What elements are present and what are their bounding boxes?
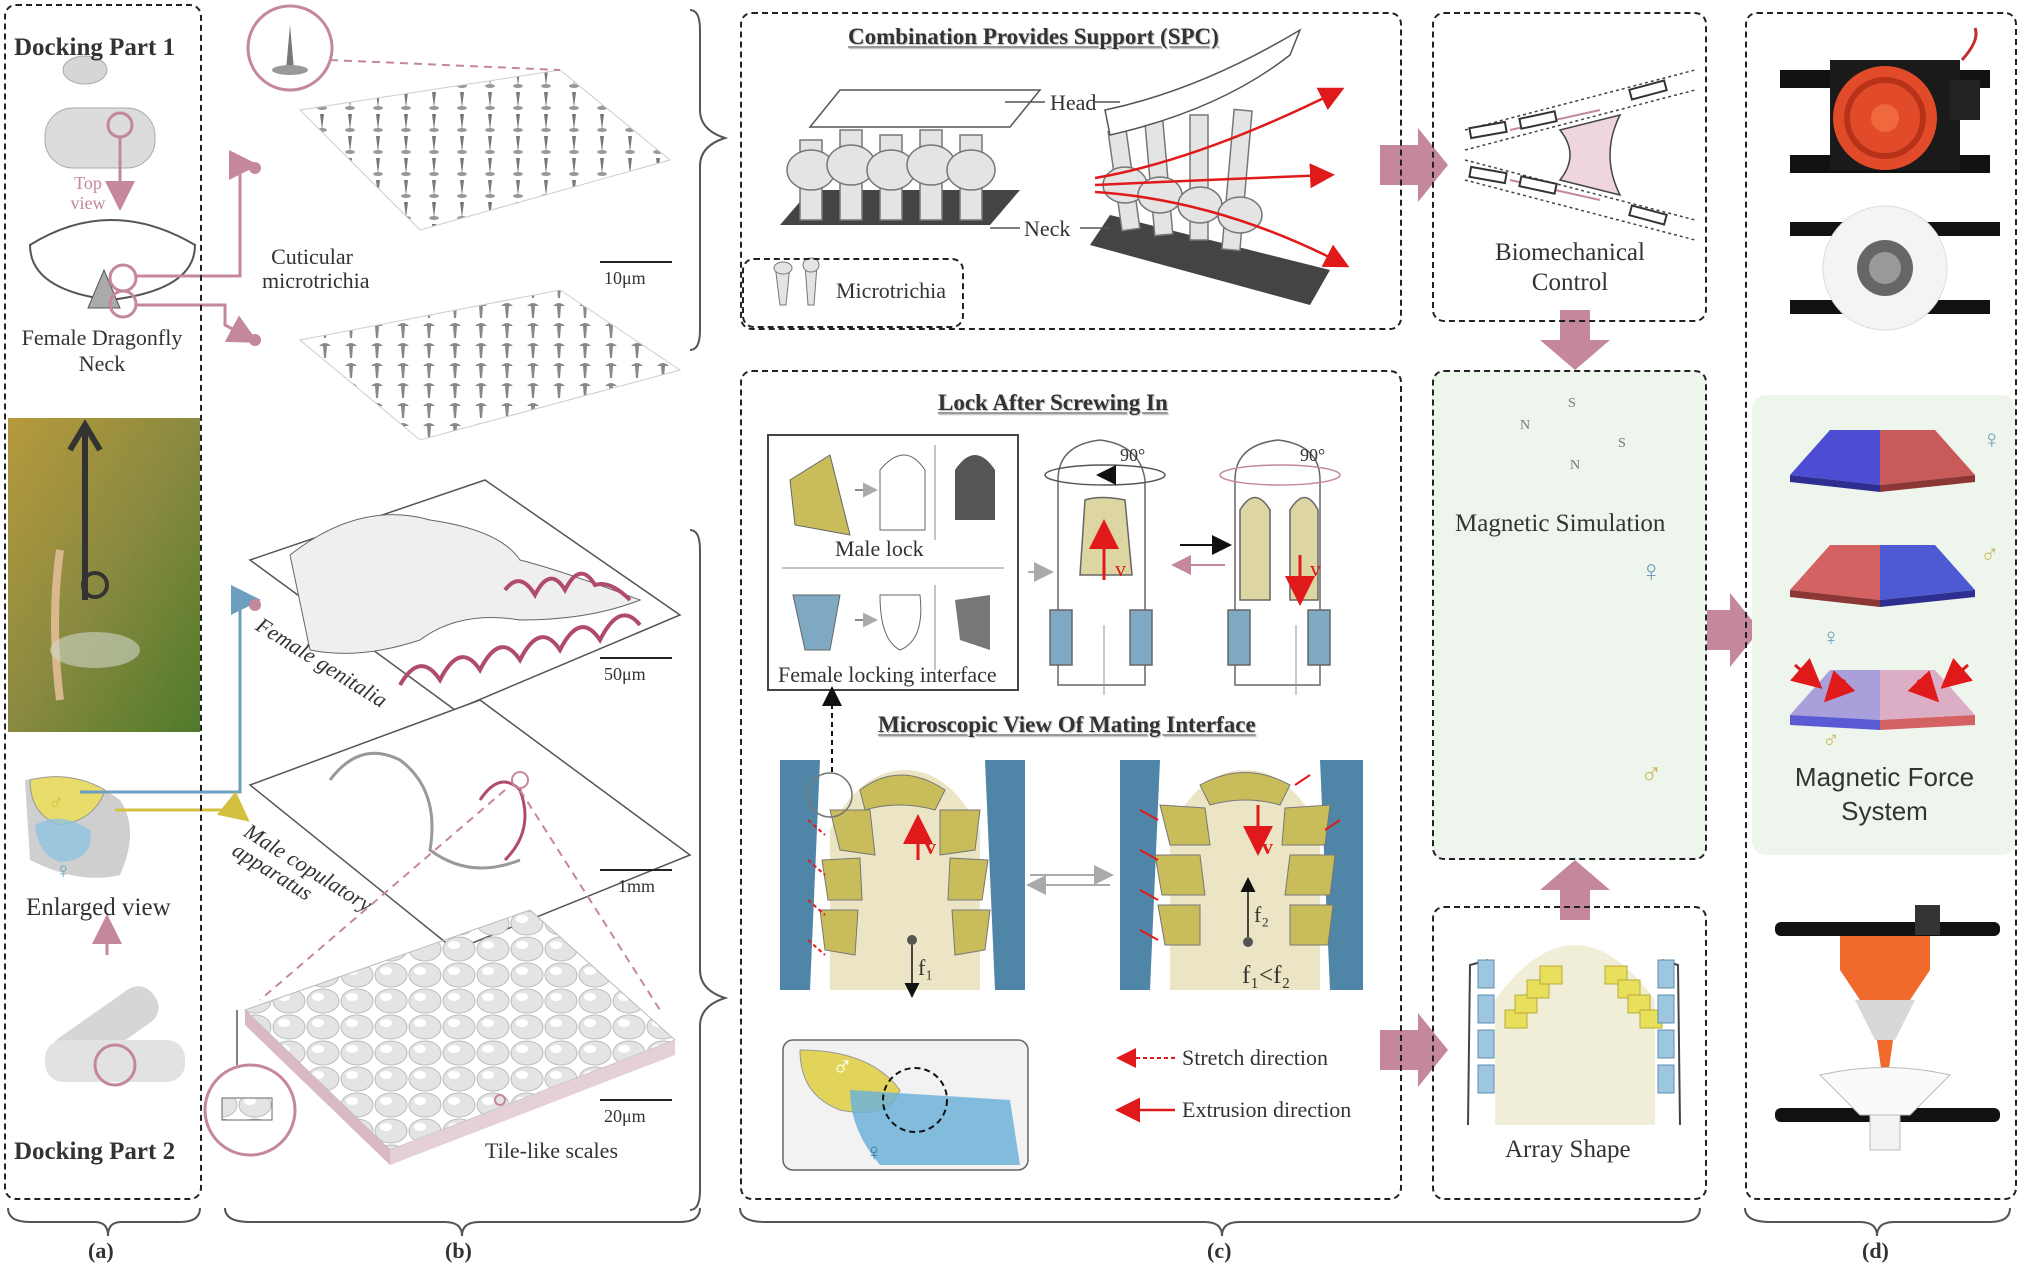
- micro-title: Microscopic View Of Mating Interface: [878, 712, 1256, 737]
- mag-sim-label: Magnetic Simulation: [1455, 510, 1666, 537]
- scale-10um: 10μm: [604, 268, 646, 288]
- docking-part-1-label: Docking Part 1: [14, 34, 176, 61]
- magsim-bg: [1432, 370, 1707, 860]
- force-system-label: Magnetic Force System: [1794, 762, 1975, 826]
- docking-part-2-label: Docking Part 2: [14, 1138, 176, 1165]
- force-arrays: [1790, 430, 1975, 730]
- magnet-n-1: N: [1520, 418, 1531, 433]
- mag-sim-male-symbol: ♂: [1640, 758, 1663, 791]
- panel-d-label: (d): [1862, 1238, 1889, 1263]
- top-view-label: Top view: [70, 173, 106, 213]
- enlarged-view-label: Enlarged view: [26, 894, 171, 921]
- deg-90-right: 90°: [1300, 445, 1326, 465]
- cuticular-label: Cuticular microtrichia: [262, 244, 370, 293]
- inset-female-symbol: ♀: [865, 1140, 883, 1166]
- inset-male-symbol: ♂: [832, 1052, 853, 1083]
- magnet-s-2: S: [1618, 436, 1626, 451]
- panel-b-label: (b): [445, 1238, 472, 1263]
- tile-scales-label: Tile-like scales: [485, 1138, 618, 1163]
- panel-d-graphics: [1752, 27, 2016, 1151]
- bio-control-label: Biomechanical Control: [1495, 239, 1645, 296]
- neck-label: Neck: [1024, 216, 1071, 241]
- d-female-symbol-1: ♀: [1982, 425, 2002, 454]
- array-frame: [1432, 906, 1707, 1200]
- lock-frame: [740, 370, 1402, 1200]
- head-label: Head: [1050, 90, 1097, 115]
- magsim-frame: [1432, 370, 1707, 860]
- micro-graphics: [780, 686, 1363, 1171]
- panel-d-frame: [1745, 12, 2017, 1200]
- scale-1mm: 1mm: [618, 876, 656, 896]
- panel-a-graphics: [8, 55, 261, 1087]
- magnet-s-1: S: [1568, 396, 1576, 411]
- f-compare-label: f₁<f₂: [1242, 962, 1291, 989]
- velocity-v-3: v: [925, 834, 936, 859]
- spc-title: Combination Provides Support (SPC): [848, 24, 1219, 49]
- array-shape-label: Array Shape: [1505, 1136, 1631, 1163]
- female-neck-label: Female Dragonfly Neck: [21, 325, 183, 376]
- spc-graphics: [773, 28, 1350, 306]
- velocity-v-1: v: [1115, 556, 1126, 581]
- female-lock-label: Female locking interface: [778, 662, 997, 687]
- braces: [7, 9, 2011, 1237]
- velocity-v-2: v: [1310, 556, 1321, 581]
- pink-block-arrows: [1380, 128, 1760, 1087]
- stretch-legend: Stretch direction: [1182, 1045, 1329, 1070]
- velocity-v-4: v: [1262, 834, 1273, 859]
- magnet-n-2: N: [1570, 458, 1581, 473]
- enlarged-female-symbol: ♀: [55, 858, 72, 883]
- bio-frame: [1432, 12, 1707, 322]
- microtrichia-legend-frame: [742, 258, 964, 328]
- male-lock-label: Male lock: [835, 536, 924, 561]
- lock-title: Lock After Screwing In: [938, 390, 1168, 415]
- d-male-symbol-2: ♂: [1822, 728, 1840, 754]
- panel-a-label: (a): [88, 1238, 114, 1263]
- spc-frame: [740, 12, 1402, 330]
- d-female-symbol-2: ♀: [1822, 625, 1840, 651]
- panel-c-label: (c): [1207, 1238, 1232, 1263]
- f2-label: f₂: [1254, 902, 1269, 927]
- panel-b-graphics: [203, 4, 692, 1165]
- microtrichia-label: Microtrichia: [836, 278, 946, 303]
- enlarged-male-symbol: ♂: [48, 790, 65, 815]
- d-male-symbol-1: ♂: [1980, 540, 2000, 569]
- lock-graphics: [767, 434, 1341, 695]
- extrusion-legend: Extrusion direction: [1182, 1097, 1352, 1122]
- scale-50um: 50μm: [604, 664, 646, 684]
- mag-sim-female-symbol: ♀: [1640, 555, 1663, 588]
- scale-20um: 20μm: [604, 1106, 646, 1126]
- f1-label: f₁: [918, 955, 933, 980]
- deg-90-left: 90°: [1120, 445, 1146, 465]
- panel-a-frame: [4, 4, 202, 1200]
